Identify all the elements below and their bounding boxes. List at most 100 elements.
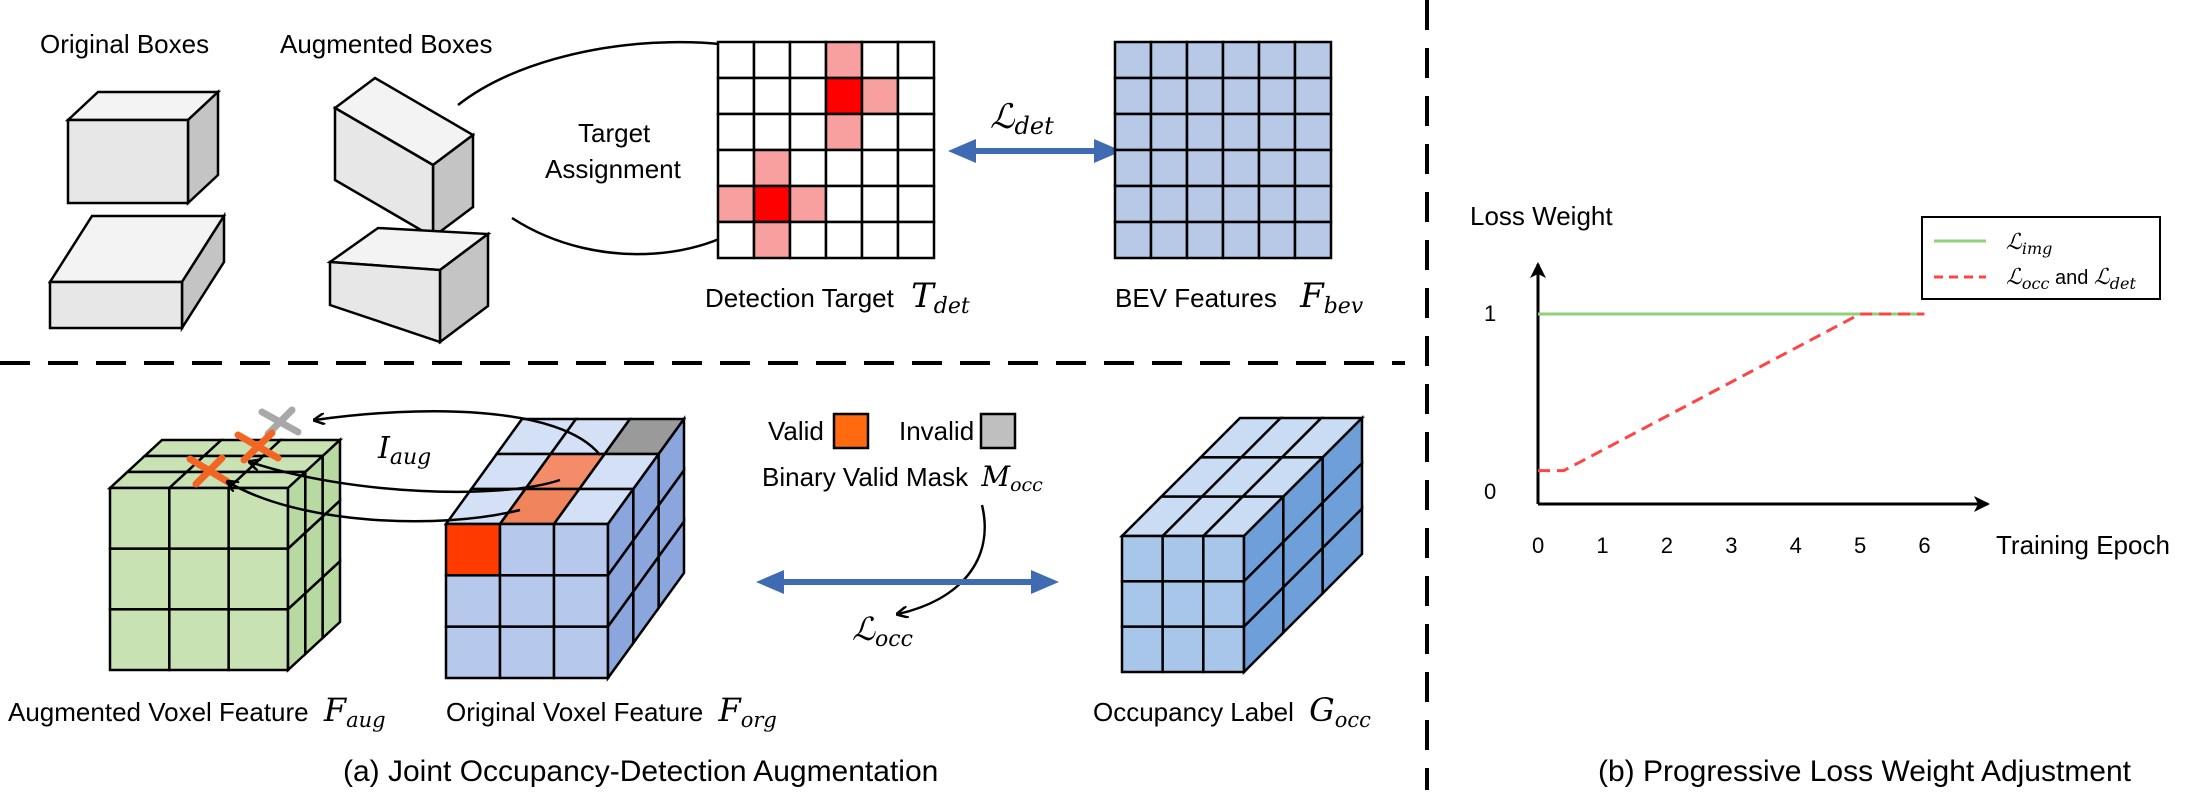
bev-cell [1149,40,1189,80]
grid-cell [788,76,828,116]
bev-cell [1293,148,1333,188]
voxel-side-cell [1321,505,1364,597]
bev-cell [1113,184,1153,224]
original-box-top [64,89,222,206]
grid-cell [896,40,936,80]
x-tick-label: 5 [1854,533,1866,558]
voxel-front-cell [1202,534,1246,583]
valid-cross-orange-1 [234,429,282,464]
iaug-arrow-top [315,410,601,456]
bev-cell [1293,112,1333,152]
bev-cell [1149,112,1189,152]
grid-cell [896,184,936,224]
invalid-swatch [979,412,1017,450]
legend-label-occ-det: ℒocc and ℒdet [2006,265,2136,293]
voxel-front-cell [1120,625,1164,674]
grid-cell [824,76,864,116]
y-axis-label: Loss Weight [1470,201,1613,231]
bev-cell [1185,76,1225,116]
bev-cell [1185,148,1225,188]
augmented-box-bottom [326,226,492,345]
voxel-front-cell [108,608,171,672]
voxel-front-cell [498,574,556,628]
bev-features-label: BEV Features Fbev [1115,276,1364,319]
bev-cell [1293,40,1333,80]
grid-cell [752,148,792,188]
target-assignment-label-line1: Target [578,118,651,148]
y-tick-label: 1 [1484,301,1496,326]
x-tick-label: 1 [1596,533,1608,558]
mask-arrow [898,504,986,614]
invalid-cross-gray [258,406,302,438]
bev-cell [1221,40,1261,80]
loss-det-label: ℒdet [990,97,1054,140]
grid-cell [860,112,900,152]
bev-cell [1113,40,1153,80]
original-boxes-label: Original Boxes [40,29,209,59]
bev-cell [1185,40,1225,80]
grid-cell [896,76,936,116]
grid-cell [752,76,792,116]
invalid-label: Invalid [899,416,974,446]
x-tick-label: 2 [1661,533,1673,558]
valid-cross-orange-2 [186,454,232,488]
original-voxel-cube [443,415,687,682]
bev-cell [1149,184,1189,224]
grid-cell [788,220,828,260]
loss-occ-label: ℒocc [852,610,913,652]
grid-cell [896,148,936,188]
voxel-front-cell [227,608,290,672]
voxel-front-cell [552,574,610,628]
aug-voxel-label: Augmented Voxel Feature Faug [8,691,386,732]
grid-cell [824,148,864,188]
grid-cell [824,184,864,224]
det-double-arrow [948,139,1122,163]
grid-cell [860,220,900,260]
voxel-front-cell [108,547,171,611]
occupancy-label-cube [1118,414,1366,676]
binary-mask-label: Binary Valid Mask Mocc [762,460,1043,496]
iaug-arrow-mid [250,462,561,494]
bev-cell [1257,40,1297,80]
voxel-front-cell [552,522,610,577]
grid-cell [716,220,756,260]
voxel-front-cell [444,574,502,628]
grid-cell [752,40,792,80]
bev-cell [1257,184,1297,224]
bev-cell [1293,184,1333,224]
grid-cell [716,112,756,152]
augmented-box-top [332,76,476,240]
iaug-arrow-bottom [228,482,521,523]
augmented-voxel-cube [106,437,344,673]
voxel-side-cell [657,517,686,612]
voxel-front-cell [1120,534,1164,583]
grid-cell [788,148,828,188]
caption-left: (a) Joint Occupancy-Detection Augmentati… [343,755,938,788]
voxel-front-cell [1161,534,1205,583]
grid-cell [716,76,756,116]
bev-cell [1221,184,1261,224]
voxel-front-cell [498,625,556,680]
x-axis-label: Training Epoch [1996,530,2170,560]
bev-cell [1113,112,1153,152]
bev-cell [1221,220,1261,260]
detection-target-grid [716,40,936,260]
legend-label-img: ℒimg [2006,230,2052,258]
occ-double-arrow [756,570,1059,594]
original-box-bottom [47,211,227,333]
bev-cell [1257,220,1297,260]
grid-cell [824,220,864,260]
target-assignment-label-line2: Assignment [545,154,682,184]
grid-cell [788,112,828,152]
bev-cell [1221,112,1261,152]
valid-swatch [832,412,870,450]
voxel-front-cell [498,522,556,577]
x-tick-label: 0 [1532,533,1544,558]
voxel-front-cell [227,547,290,611]
grid-cell [716,40,756,80]
voxel-front-cell [444,522,502,577]
bev-cell [1149,76,1189,116]
bev-cell [1293,220,1333,260]
